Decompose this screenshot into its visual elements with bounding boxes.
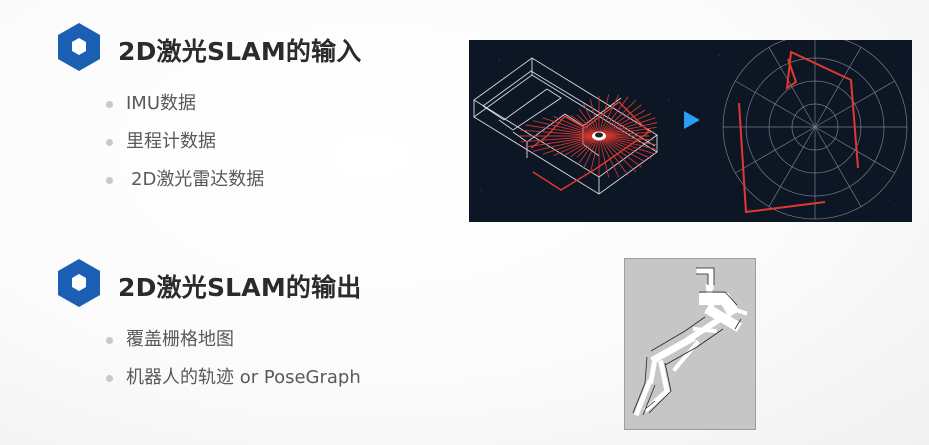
- laser-ray: [598, 135, 658, 150]
- laser-ray: [598, 122, 658, 137]
- laser-scan-illustration: [469, 40, 912, 222]
- laser-ray: [532, 120, 600, 137]
- list-item-label: IMU数据: [126, 93, 197, 114]
- laser-ray: [583, 135, 600, 169]
- laser-ray: [598, 135, 656, 155]
- laser-ray: [520, 129, 600, 137]
- free-space: [633, 268, 748, 417]
- list-item-label: 覆盖栅格地图: [126, 329, 234, 350]
- laser-ray: [583, 103, 600, 137]
- laser-ray: [589, 135, 600, 173]
- input-list: IMU数据 里程计数据 2D激光雷达数据: [106, 85, 264, 199]
- output-list: 覆盖栅格地图 机器人的轨迹 or PoseGraph: [106, 321, 361, 397]
- bullet-dot-icon: [106, 375, 113, 382]
- laser-ray: [598, 131, 655, 137]
- laser-ray: [598, 135, 646, 163]
- laser-ray: [542, 135, 600, 155]
- laser-ray: [598, 126, 657, 137]
- output-section-title: 2D激光SLAM的输出: [118, 273, 362, 302]
- play-arrow-icon: [684, 111, 700, 129]
- scan-outline: [530, 101, 651, 191]
- laser-ray: [525, 135, 600, 148]
- laser-ray: [578, 108, 600, 137]
- laser-ray: [598, 117, 656, 137]
- polar-spoke: [768, 126, 816, 207]
- laser-ray: [570, 114, 600, 137]
- grid-map-graphic: [632, 267, 748, 417]
- polar-spoke: [814, 80, 895, 128]
- laser-ray: [598, 135, 629, 176]
- input-section-title: 2D激光SLAM的输入: [118, 37, 362, 66]
- laser-ray: [525, 124, 600, 137]
- laser-ray: [532, 135, 600, 152]
- list-item-label: 2D激光雷达数据: [131, 169, 265, 190]
- list-item: 里程计数据: [106, 123, 264, 161]
- hexagon-icon: [58, 259, 100, 307]
- hexagon-icon: [58, 23, 100, 71]
- scan-wall-right: [785, 50, 859, 169]
- polar-spoke: [814, 126, 895, 174]
- list-item: 覆盖栅格地图: [106, 321, 361, 359]
- laser-ray: [589, 99, 600, 137]
- laser-ray: [598, 135, 655, 141]
- laser-ray: [542, 117, 600, 137]
- laser-ray: [570, 135, 600, 158]
- bullet-dot-icon: [106, 101, 113, 108]
- list-item-label: 里程计数据: [126, 131, 216, 152]
- polar-spoke: [768, 47, 816, 128]
- polar-spoke: [814, 47, 862, 128]
- bullet-dot-icon: [106, 337, 113, 344]
- laser-ray: [598, 135, 652, 159]
- polar-spokes: [723, 40, 907, 219]
- room-wireframe: [473, 57, 658, 195]
- bullet-dot-icon: [106, 139, 113, 146]
- polar-spoke: [814, 126, 862, 207]
- laser-ray: [598, 113, 652, 137]
- star-field: [480, 54, 890, 211]
- laser-ray: [598, 99, 637, 137]
- obstacle-edges: [632, 267, 742, 416]
- scan-wall-left: [738, 102, 826, 214]
- laser-ray: [578, 135, 600, 164]
- polar-spoke: [735, 126, 816, 174]
- laser-ray: [598, 94, 610, 137]
- list-item: 机器人的轨迹 or PoseGraph: [106, 359, 361, 397]
- laser-rays: [519, 94, 658, 178]
- laser-ray: [598, 96, 629, 137]
- bullet-dot-icon: [106, 177, 113, 184]
- laser-ray: [598, 109, 646, 137]
- laser-ray: [598, 135, 610, 178]
- laser-ray: [564, 135, 600, 156]
- laser-ray: [520, 135, 600, 143]
- laser-scan-graphic: [473, 40, 908, 220]
- laser-ray: [598, 94, 620, 137]
- laser-ray: [598, 104, 642, 137]
- laser-ray: [553, 135, 600, 157]
- robot-icon: [592, 131, 606, 141]
- laser-ray: [598, 135, 620, 178]
- list-item: 2D激光雷达数据: [106, 161, 264, 199]
- list-item: IMU数据: [106, 85, 264, 123]
- laser-ray: [598, 135, 657, 146]
- polar-spoke: [735, 80, 816, 128]
- occupancy-grid-map: [624, 258, 756, 430]
- list-item-label: 机器人的轨迹 or PoseGraph: [126, 367, 361, 388]
